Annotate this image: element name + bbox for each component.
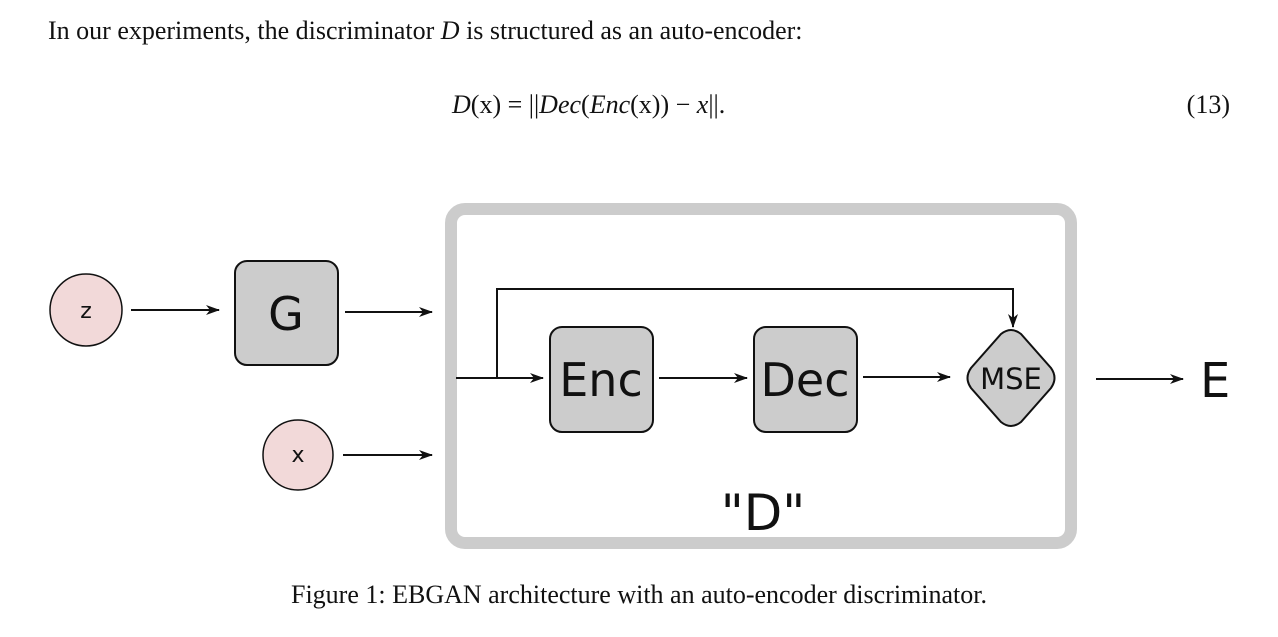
eq-lhs: D — [452, 90, 471, 119]
encoder-block — [549, 326, 654, 433]
figure-caption: Figure 1: EBGAN architecture with an aut… — [290, 580, 987, 609]
z-input-node — [49, 273, 123, 347]
equation-13: D(x) = ||Dec(Enc(x)) − x||. (13) — [0, 90, 1278, 130]
z-label: z — [80, 299, 92, 324]
decoder-block — [753, 326, 858, 433]
eq-dec: Dec — [539, 90, 582, 119]
discriminator-frame — [445, 203, 1077, 549]
energy-output-label: E — [1200, 353, 1230, 409]
eq-lhs-arg: (x) = || — [470, 90, 540, 119]
discriminator-symbol: D — [440, 16, 460, 45]
intro-text-before: In our experiments, the discriminator — [48, 16, 441, 45]
mse-label: MSE — [980, 362, 1042, 396]
eq-x: x — [696, 90, 709, 119]
ebgan-architecture-diagram: z G x Enc Dec MSE E "D" — [49, 203, 1230, 549]
encoder-label: Enc — [559, 353, 643, 407]
eq-enc-arg: (x)) − — [630, 90, 697, 119]
intro-paragraph: In our experiments, the discriminator D … — [48, 14, 803, 48]
equation-body: D(x) = ||Dec(Enc(x)) − x||. — [452, 90, 725, 120]
skip-connection-to-mse — [496, 288, 1018, 378]
generator-block — [234, 260, 339, 366]
decoder-label: Dec — [760, 353, 849, 407]
eq-enc: Enc — [589, 90, 631, 119]
intro-text-after: is structured as an auto-encoder: — [459, 16, 803, 45]
x-label: x — [291, 443, 304, 468]
eq-end: ||. — [708, 90, 726, 119]
generator-label: G — [268, 287, 304, 341]
x-input-node — [262, 419, 334, 491]
equation-number: (13) — [1186, 90, 1230, 119]
discriminator-label: "D" — [721, 484, 806, 542]
eq-open-paren: ( — [581, 90, 590, 119]
mse-node — [966, 329, 1056, 427]
